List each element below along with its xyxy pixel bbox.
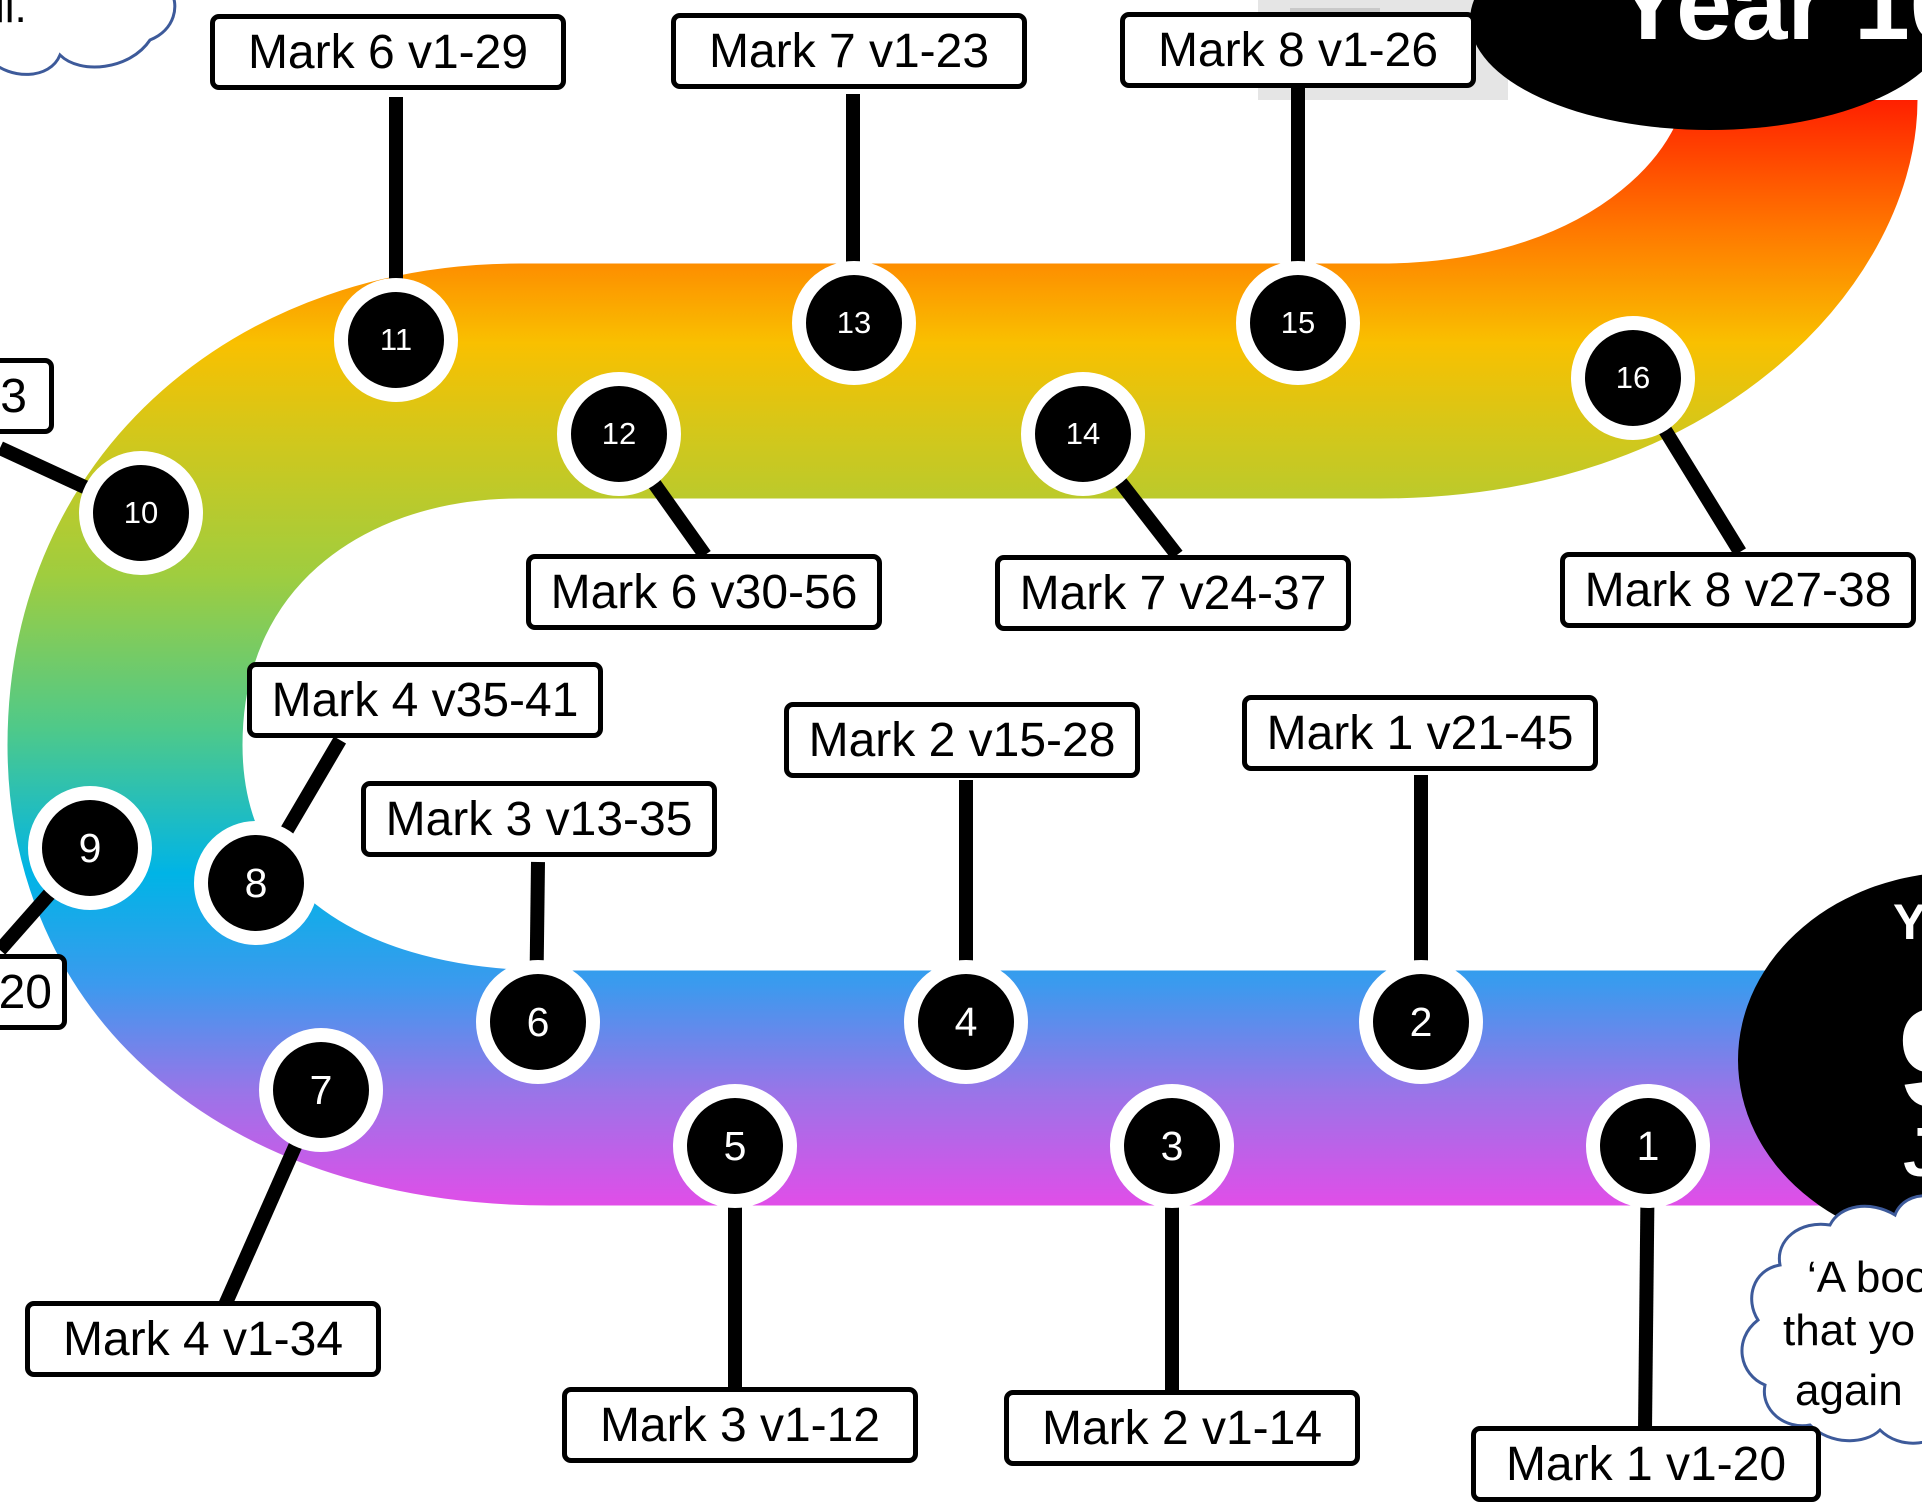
reading-label-2: Mark 1 v21-45 (1242, 695, 1598, 771)
thought-bubble-top-left-text: ll. (0, 0, 27, 32)
reading-node-13: 13 (792, 261, 916, 385)
reading-node-12: 12 (557, 372, 681, 496)
thought-bubble-bottom-right (1740, 1194, 1922, 1445)
reading-label-12: Mark 6 v30-56 (526, 554, 882, 630)
reading-node-9: 9 (28, 786, 152, 910)
emblem-letter-bottom: J (1903, 1112, 1922, 1192)
thought-bubble-line-1: ‘A boo (1807, 1253, 1922, 1302)
thought-bubble-top-left (0, 0, 177, 76)
reading-node-1: 1 (1586, 1084, 1710, 1208)
title-emblem-side (1738, 874, 1922, 1246)
reading-node-11: 11 (334, 278, 458, 402)
reading-node-10: 10 (79, 451, 203, 575)
emblem-letter-top: Y (1893, 894, 1922, 950)
thought-bubble-line-3: again (1795, 1366, 1903, 1415)
reading-label-7: Mark 4 v1-34 (25, 1301, 381, 1377)
reading-node-7: 7 (259, 1028, 383, 1152)
reading-node-6: 6 (476, 960, 600, 1084)
reading-label-13: Mark 7 v1-23 (671, 13, 1027, 89)
reading-label-5: Mark 3 v1-12 (562, 1387, 918, 1463)
reading-path (7, 94, 1922, 1206)
reading-label-15: Mark 8 v1-26 (1120, 12, 1476, 88)
thought-bubble-line-2: that yo (1783, 1306, 1916, 1355)
reading-label-10: 3 (0, 358, 54, 434)
reading-node-14: 14 (1021, 372, 1145, 496)
reading-node-15: 15 (1236, 261, 1360, 385)
title-emblem-top (1470, 0, 1922, 130)
reading-label-8: Mark 4 v35-41 (247, 662, 603, 738)
emblem-letter-middle: 9 (1898, 988, 1922, 1128)
reading-label-16: Mark 8 v27-38 (1560, 552, 1916, 628)
reading-node-3: 3 (1110, 1084, 1234, 1208)
reading-node-4: 4 (904, 960, 1028, 1084)
reading-label-1: Mark 1 v1-20 (1471, 1426, 1821, 1502)
reading-node-8: 8 (194, 821, 318, 945)
reading-label-11: Mark 6 v1-29 (210, 14, 566, 90)
reading-label-6: Mark 3 v13-35 (361, 781, 717, 857)
reading-label-4: Mark 2 v15-28 (784, 702, 1140, 778)
reading-label-3: Mark 2 v1-14 (1004, 1390, 1360, 1466)
reading-label-14: Mark 7 v24-37 (995, 555, 1351, 631)
title-fragment: Year 10 (1615, 0, 1922, 61)
reading-label-9: 20 (0, 954, 67, 1030)
reading-node-16: 16 (1571, 316, 1695, 440)
reading-node-2: 2 (1359, 960, 1483, 1084)
reading-node-5: 5 (673, 1084, 797, 1208)
